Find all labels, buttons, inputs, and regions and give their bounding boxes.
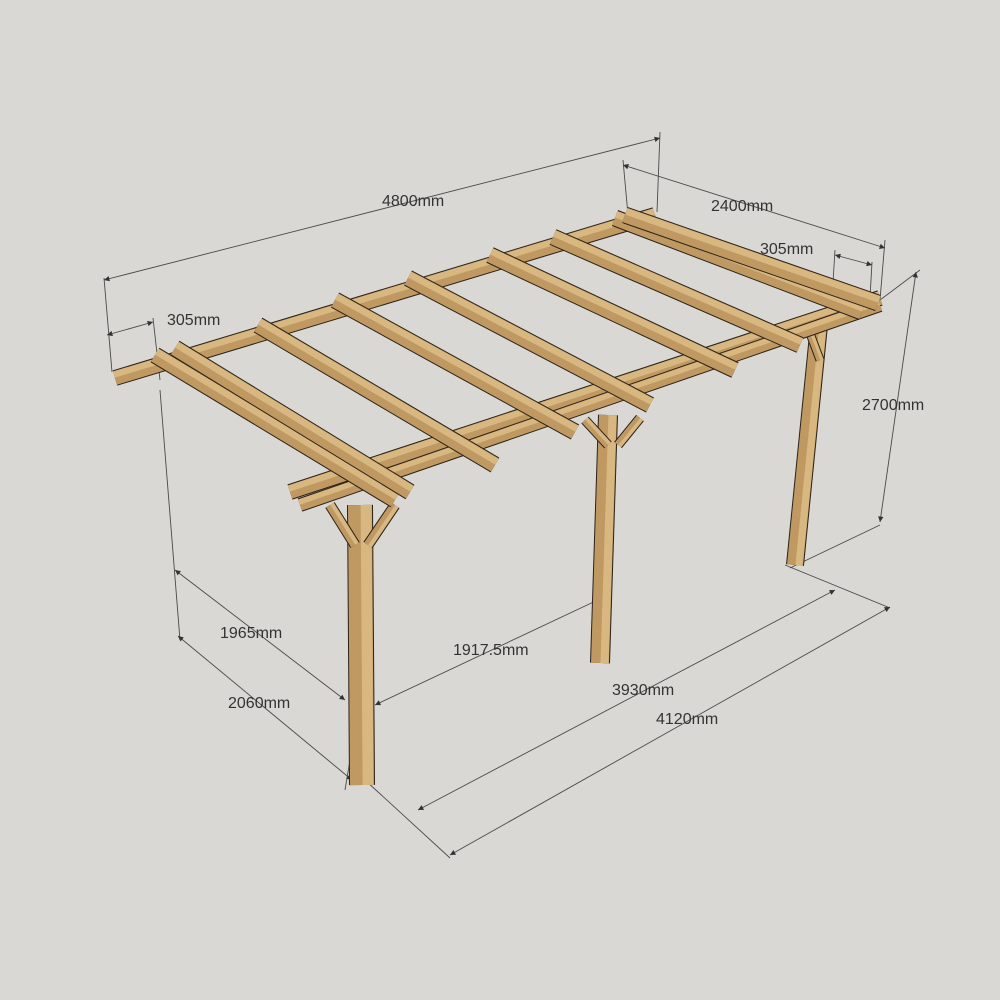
extension-line xyxy=(159,389,181,641)
dim-label-span-outer: 4120mm xyxy=(656,711,718,728)
extension-line xyxy=(103,277,113,373)
dim-line-overhang-right xyxy=(834,253,873,267)
rafter xyxy=(549,230,804,352)
dim-label-depth-inner: 1965mm xyxy=(220,625,282,642)
extension-line xyxy=(622,159,629,216)
pergola-structure xyxy=(112,206,883,786)
brace-highlight xyxy=(330,502,359,545)
brace-highlight xyxy=(368,505,399,548)
extension-line xyxy=(784,564,891,609)
extension-line xyxy=(789,524,881,569)
extension-line xyxy=(879,239,886,301)
rafter-highlight xyxy=(155,348,399,500)
brace xyxy=(614,415,644,448)
dim-line-overhang-left xyxy=(106,320,154,337)
dim-label-overhang-right: 305mm xyxy=(760,241,813,258)
dim-line-width xyxy=(622,164,886,249)
rafter xyxy=(254,318,499,472)
dim-label-overhang-left: 305mm xyxy=(167,312,220,329)
brace-highlight xyxy=(585,417,611,445)
brace-highlight xyxy=(618,418,643,448)
dim-line-length xyxy=(103,136,661,282)
dim-line-height xyxy=(878,271,918,523)
rafter-highlight xyxy=(408,271,654,405)
dimension-lines xyxy=(103,131,921,859)
post-middle-highlight xyxy=(600,415,617,664)
dim-label-width: 2400mm xyxy=(711,198,773,215)
rafter xyxy=(404,271,654,412)
dim-label-length: 4800mm xyxy=(382,193,444,210)
brace xyxy=(582,417,611,448)
dim-label-depth-outer: 2060mm xyxy=(228,695,290,712)
dim-label-span-inner: 3930mm xyxy=(612,682,674,699)
post-front-left xyxy=(348,504,374,786)
rafter-highlight xyxy=(335,293,579,432)
post-middle xyxy=(591,414,617,664)
front-beam-highlight xyxy=(287,291,880,492)
dim-label-post-spacing: 1917.5mm xyxy=(453,642,529,659)
rafter-highlight xyxy=(625,208,881,303)
rafter-highlight xyxy=(258,318,499,465)
post-front-left-highlight xyxy=(360,504,374,785)
rafter xyxy=(622,207,881,311)
extension-line xyxy=(364,779,451,859)
dim-line-span-outer xyxy=(449,606,891,856)
brace xyxy=(364,502,399,548)
rafter xyxy=(486,248,739,377)
dim-label-height: 2700mm xyxy=(862,397,924,414)
rafter-highlight xyxy=(175,341,414,492)
dim-line-span-inner xyxy=(417,589,836,811)
rafter xyxy=(151,348,399,507)
rafter-highlight xyxy=(490,248,739,370)
brace xyxy=(326,502,359,548)
rafter xyxy=(171,341,414,499)
rafter-highlight xyxy=(553,230,803,345)
extension-line xyxy=(656,131,661,213)
dim-line-depth-outer xyxy=(177,635,353,781)
rafter xyxy=(331,293,579,439)
